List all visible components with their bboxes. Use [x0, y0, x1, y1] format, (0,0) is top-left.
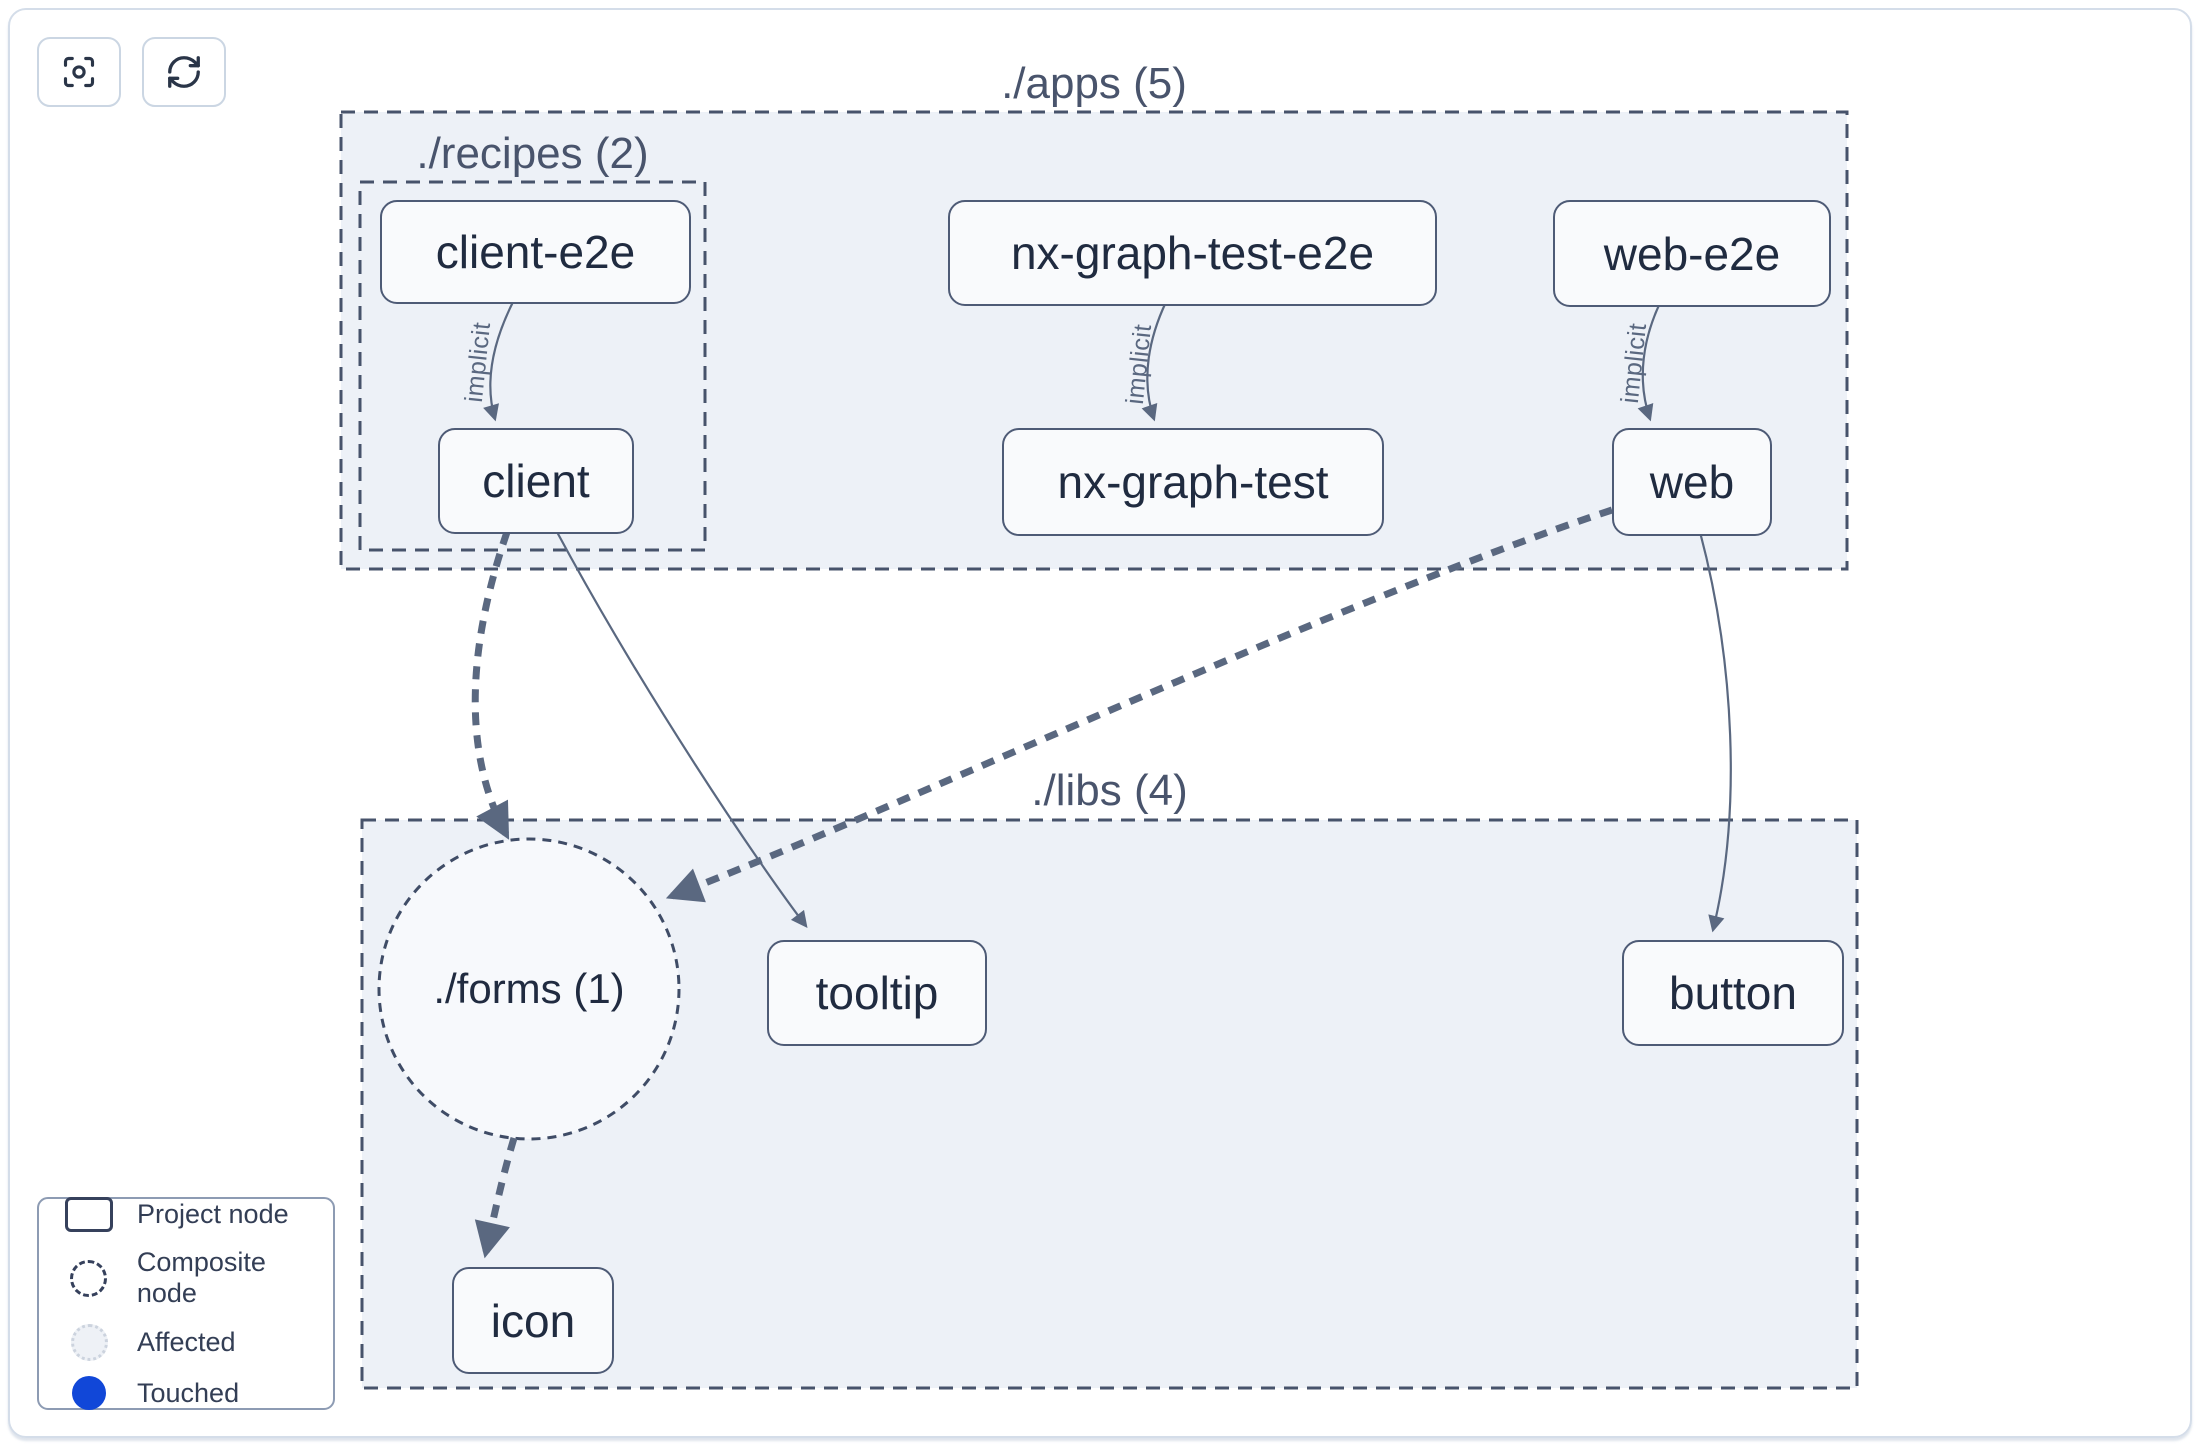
edge-web-e2e-to-web[interactable]: [1637, 302, 1661, 422]
node-web[interactable]: web: [1612, 428, 1772, 536]
edge-web-to-button[interactable]: [1698, 531, 1732, 933]
composite-node-icon: [70, 1259, 108, 1297]
node-nx-graph-test[interactable]: nx-graph-test: [1002, 428, 1384, 536]
refresh-button[interactable]: [142, 37, 226, 107]
legend-item-affected: Affected: [39, 1324, 333, 1361]
edge-web-to-forms[interactable]: [665, 506, 1614, 903]
legend-label: Project node: [137, 1199, 289, 1229]
node-icon[interactable]: icon: [452, 1267, 614, 1374]
legend-label: Affected: [137, 1327, 236, 1357]
edge-client-to-tooltip[interactable]: [556, 531, 808, 928]
legend: Project node Composite node Affected Tou…: [37, 1197, 335, 1410]
node-button[interactable]: button: [1622, 940, 1844, 1046]
node-tooltip[interactable]: tooltip: [767, 940, 987, 1046]
focus-button[interactable]: [37, 37, 121, 107]
project-node-icon: [65, 1197, 113, 1232]
node-web-e2e[interactable]: web-e2e: [1553, 200, 1831, 307]
legend-label: Composite node: [136, 1247, 266, 1308]
group-recipes: [358, 180, 707, 552]
composite-node-forms[interactable]: [377, 837, 681, 1141]
touched-icon: [72, 1376, 106, 1410]
node-client[interactable]: client: [438, 428, 634, 534]
node-client-e2e[interactable]: client-e2e: [380, 200, 691, 304]
legend-item-touched: Touched: [39, 1376, 333, 1410]
edge-client-to-forms[interactable]: [471, 530, 511, 840]
scan-focus-icon: [63, 56, 95, 88]
edge-nx-graph-test-e2e-to-nx-graph-test[interactable]: [1141, 301, 1167, 422]
legend-item-composite-node: Composite node: [39, 1247, 333, 1309]
legend-item-project-node: Project node: [39, 1197, 333, 1232]
node-nx-graph-test-e2e[interactable]: nx-graph-test-e2e: [948, 200, 1437, 306]
refresh-icon: [168, 56, 200, 88]
graph-toolbar: [37, 37, 226, 107]
legend-label: Touched: [137, 1377, 240, 1408]
affected-icon: [70, 1324, 108, 1361]
edge-client-e2e-to-client[interactable]: [483, 301, 514, 422]
